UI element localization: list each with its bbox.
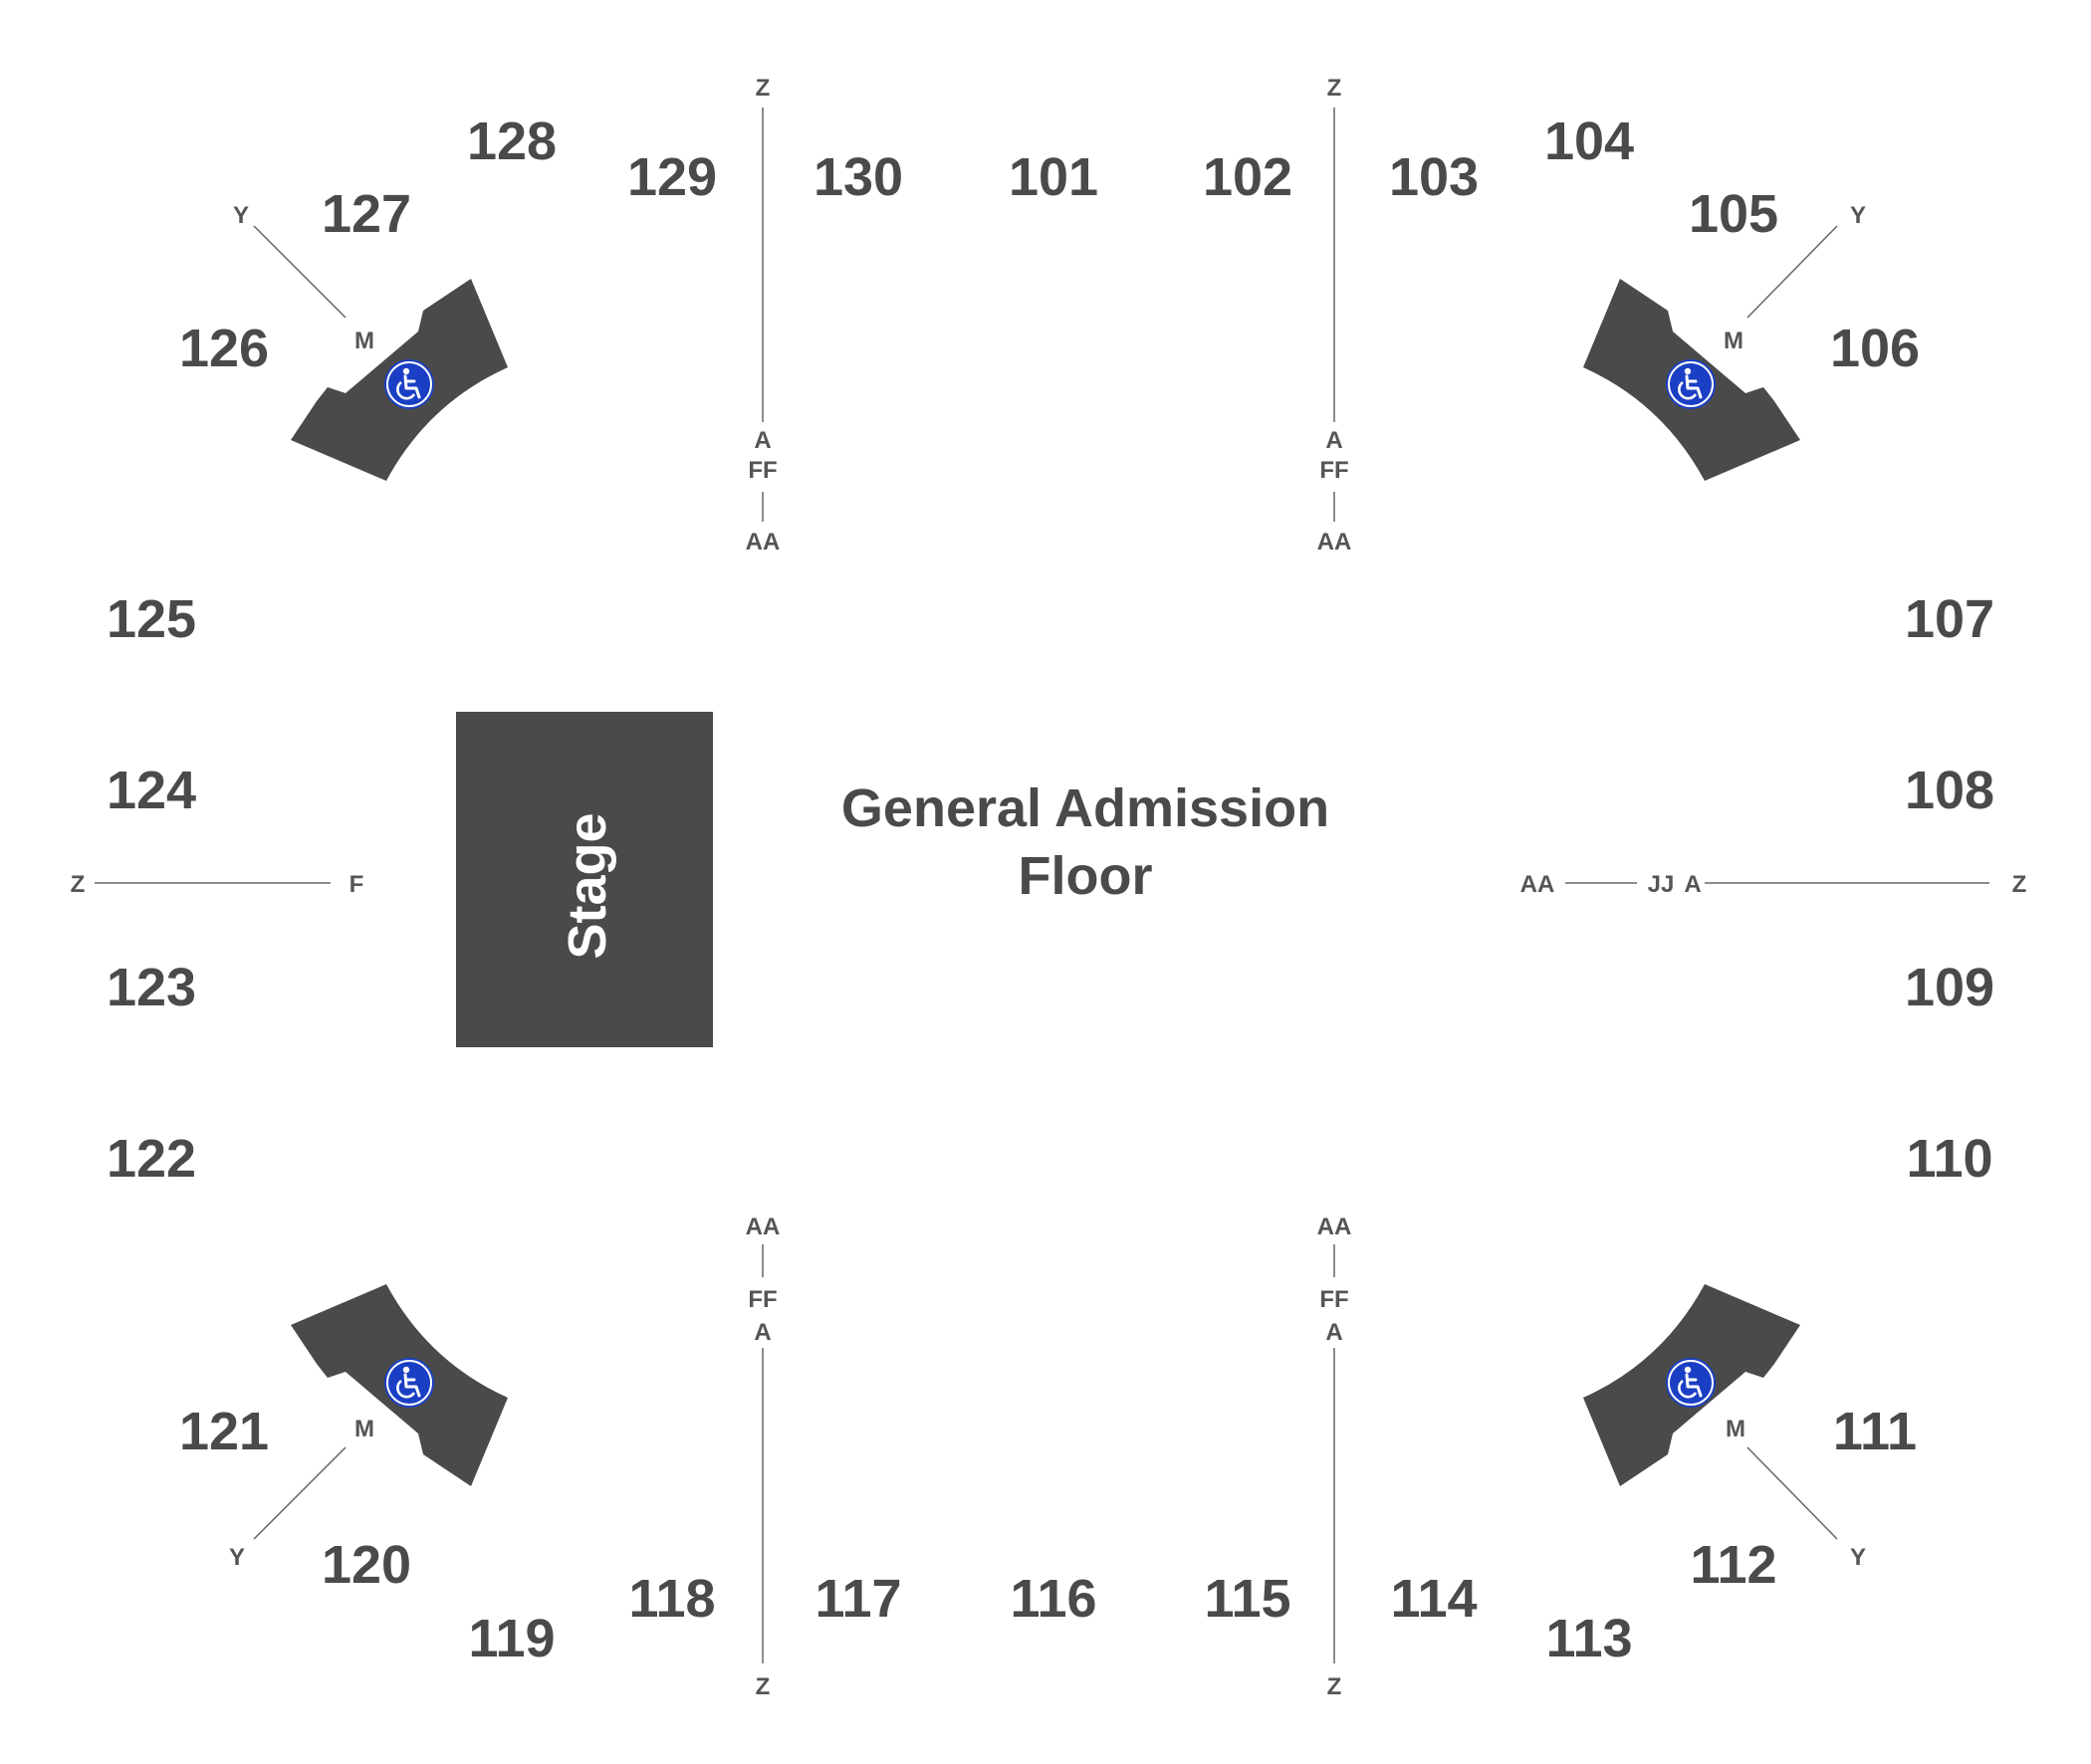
section-119[interactable]: 119 bbox=[468, 1609, 555, 1668]
floor-label-line2: Floor bbox=[1019, 846, 1153, 906]
section-129[interactable]: 129 bbox=[627, 147, 717, 207]
row-label: AA bbox=[1317, 1213, 1352, 1240]
stage-block bbox=[456, 712, 713, 1047]
row-label: A bbox=[1325, 427, 1342, 454]
floor-label-line1: General Admission bbox=[841, 778, 1329, 838]
section-121[interactable]: 121 bbox=[179, 1402, 269, 1461]
row-label: AA bbox=[746, 1213, 781, 1240]
row-label: FF bbox=[748, 1286, 777, 1313]
section-108[interactable]: 108 bbox=[1905, 761, 1994, 820]
row-label: AA bbox=[1520, 871, 1555, 898]
section-128[interactable]: 128 bbox=[467, 111, 557, 171]
section-126[interactable]: 126 bbox=[179, 319, 269, 378]
section-103[interactable]: 103 bbox=[1389, 147, 1479, 207]
row-label: Z bbox=[756, 75, 771, 102]
wheelchair-icon bbox=[1664, 357, 1718, 411]
section-117[interactable]: 117 bbox=[814, 1569, 901, 1629]
section-116[interactable]: 116 bbox=[1010, 1569, 1096, 1629]
accessible-platform-se bbox=[1583, 1284, 1800, 1486]
section-107[interactable]: 107 bbox=[1905, 589, 1994, 649]
wheelchair-icon bbox=[1664, 1356, 1718, 1410]
wheelchair-icon bbox=[382, 1356, 436, 1410]
accessible-platform-nw bbox=[291, 279, 508, 481]
section-104[interactable]: 104 bbox=[1544, 111, 1634, 171]
row-label: AA bbox=[1317, 529, 1352, 555]
row-label: M bbox=[1726, 1416, 1745, 1442]
section-106[interactable]: 106 bbox=[1830, 319, 1920, 378]
row-label: F bbox=[349, 871, 364, 898]
row-label: FF bbox=[1319, 1286, 1348, 1313]
row-label: Y bbox=[233, 202, 249, 229]
section-124[interactable]: 124 bbox=[107, 761, 196, 820]
row-label: M bbox=[354, 1416, 374, 1442]
row-label: Z bbox=[71, 871, 86, 898]
section-111[interactable]: 111 bbox=[1833, 1402, 1917, 1461]
row-label: M bbox=[354, 328, 374, 354]
row-label: JJ bbox=[1648, 871, 1675, 898]
row-label: A bbox=[754, 427, 771, 454]
stage: Stage bbox=[456, 712, 713, 1047]
section-110[interactable]: 110 bbox=[1906, 1129, 1992, 1189]
row-lines bbox=[95, 108, 1989, 1663]
section-114[interactable]: 114 bbox=[1390, 1569, 1477, 1629]
accessible-platform-sw bbox=[291, 1284, 508, 1486]
row-label: M bbox=[1724, 328, 1743, 354]
section-102[interactable]: 102 bbox=[1203, 147, 1292, 207]
wheelchair-icon bbox=[382, 357, 436, 411]
row-label: FF bbox=[748, 457, 777, 484]
row-label: Z bbox=[1327, 75, 1342, 102]
section-112[interactable]: 112 bbox=[1690, 1535, 1776, 1595]
section-120[interactable]: 120 bbox=[322, 1535, 411, 1595]
row-label: A bbox=[754, 1319, 771, 1346]
row-label: Z bbox=[2012, 871, 2027, 898]
section-113[interactable]: 113 bbox=[1545, 1609, 1632, 1668]
row-labels: Z A FF AA Z A FF AA AA FF A Z AA FF A Z … bbox=[71, 75, 2027, 1700]
row-label: Y bbox=[229, 1544, 245, 1571]
section-127[interactable]: 127 bbox=[322, 184, 411, 244]
row-label: FF bbox=[1319, 457, 1348, 484]
general-admission-floor[interactable]: General Admission Floor bbox=[841, 778, 1329, 906]
row-label: A bbox=[1684, 871, 1701, 898]
section-125[interactable]: 125 bbox=[107, 589, 196, 649]
section-labels: 101 102 103 104 105 106 107 108 109 110 … bbox=[107, 111, 1994, 1668]
section-118[interactable]: 118 bbox=[628, 1569, 715, 1629]
section-123[interactable]: 123 bbox=[107, 958, 196, 1017]
section-122[interactable]: 122 bbox=[107, 1129, 196, 1189]
row-label: Y bbox=[1850, 202, 1866, 229]
section-105[interactable]: 105 bbox=[1689, 184, 1778, 244]
row-label: AA bbox=[746, 529, 781, 555]
stage-label: Stage bbox=[558, 812, 617, 959]
row-label: Z bbox=[1327, 1673, 1342, 1700]
row-label: A bbox=[1325, 1319, 1342, 1346]
section-109[interactable]: 109 bbox=[1905, 958, 1994, 1017]
row-label: Z bbox=[756, 1673, 771, 1700]
row-label: Y bbox=[1850, 1544, 1866, 1571]
section-130[interactable]: 130 bbox=[813, 147, 903, 207]
section-115[interactable]: 115 bbox=[1204, 1569, 1290, 1629]
section-101[interactable]: 101 bbox=[1009, 147, 1098, 207]
accessible-platform-ne bbox=[1583, 279, 1800, 481]
